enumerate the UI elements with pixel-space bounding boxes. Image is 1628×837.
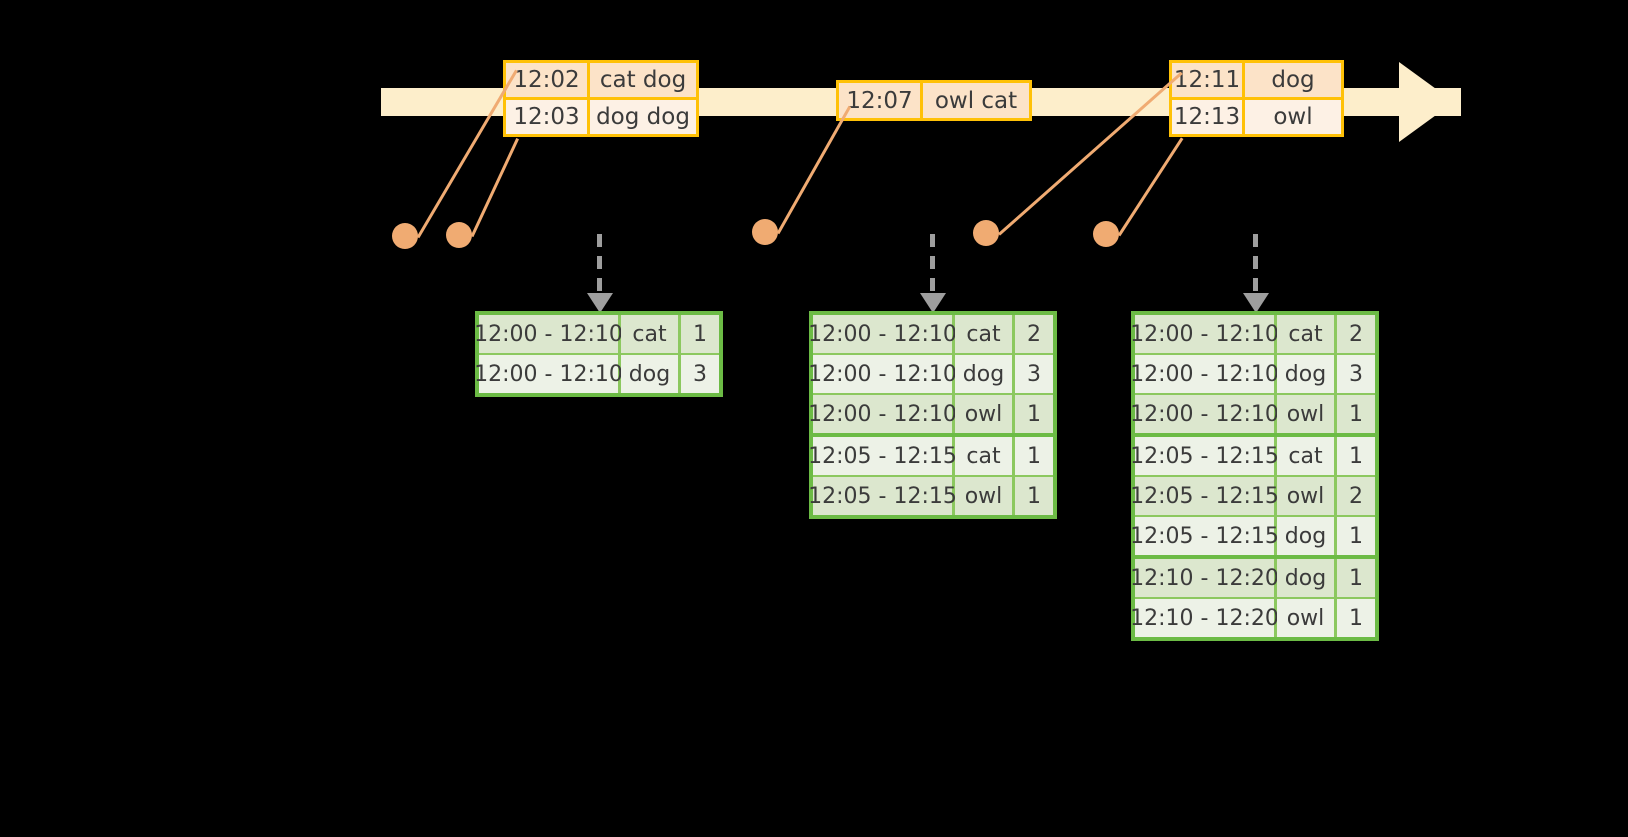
table-row: 12:00 - 12:10 cat 2: [808, 315, 1053, 353]
cell-window: 12:05 - 12:15: [808, 477, 957, 515]
table-row: 12:00 - 12:10 owl 1: [808, 393, 1053, 433]
table-row: 12:10 - 12:20 dog 1: [1130, 555, 1375, 597]
cell-word: owl: [955, 477, 1015, 515]
table-row: 12:05 - 12:15 cat 1: [1130, 433, 1375, 475]
cell-count: 1: [1015, 477, 1053, 515]
table-row: 12:10 - 12:20 owl 1: [1130, 597, 1375, 637]
table-row: 12:00 - 12:10 cat 2: [1130, 315, 1375, 353]
cell-word: dog: [1277, 517, 1337, 555]
cell-word: owl: [1277, 599, 1337, 637]
event-box-group-3[interactable]: 12:11 dog 12:13 owl: [1169, 60, 1344, 137]
cell-count: 1: [1337, 559, 1375, 597]
cell-word: dog: [621, 355, 681, 393]
event-time: 12:11: [1172, 63, 1245, 97]
table-row: 12:05 - 12:15 owl 1: [808, 475, 1053, 515]
table-row: 12:00 - 12:10 dog 3: [808, 353, 1053, 393]
cell-word: owl: [1277, 395, 1337, 433]
cell-window: 12:05 - 12:15: [1130, 517, 1279, 555]
event-words: dog: [1245, 63, 1341, 97]
cell-count: 1: [1015, 437, 1053, 475]
event-words: dog dog: [590, 100, 696, 134]
connector-dot-1[interactable]: [392, 223, 418, 249]
event-row: 12:07 owl cat: [839, 83, 1029, 118]
cell-count: 1: [1337, 395, 1375, 433]
connector-dot-3[interactable]: [752, 219, 778, 245]
event-box-group-1[interactable]: 12:02 cat dog 12:03 dog dog: [503, 60, 699, 137]
table-row: 12:05 - 12:15 dog 1: [1130, 515, 1375, 555]
dashed-arrow-line-3: [1253, 234, 1258, 296]
dashed-arrow-head-2: [920, 293, 946, 313]
event-time: 12:03: [506, 100, 590, 134]
connector-line-5: [1117, 137, 1184, 237]
dashed-arrow-head-1: [587, 293, 613, 313]
event-words: owl cat: [923, 83, 1029, 118]
cell-window: 12:05 - 12:15: [1130, 437, 1279, 475]
event-time: 12:07: [839, 83, 923, 118]
cell-window: 12:05 - 12:15: [1130, 477, 1279, 515]
event-words: cat dog: [590, 63, 696, 97]
cell-word: cat: [955, 437, 1015, 475]
cell-window: 12:10 - 12:20: [1130, 559, 1279, 597]
cell-count: 1: [681, 315, 719, 353]
cell-window: 12:00 - 12:10: [808, 355, 957, 393]
result-table-2[interactable]: 12:00 - 12:10 cat 2 12:00 - 12:10 dog 3 …: [808, 311, 1057, 519]
timeline-arrow-head: [1399, 62, 1454, 142]
connector-dot-2[interactable]: [446, 222, 472, 248]
cell-word: owl: [1277, 477, 1337, 515]
cell-count: 1: [1015, 395, 1053, 433]
cell-word: cat: [621, 315, 681, 353]
cell-count: 1: [1337, 437, 1375, 475]
cell-window: 12:00 - 12:10: [808, 395, 957, 433]
cell-window: 12:00 - 12:10: [1130, 395, 1279, 433]
event-row: 12:13 owl: [1172, 97, 1341, 134]
cell-window: 12:00 - 12:10: [1130, 315, 1279, 353]
cell-word: dog: [1277, 559, 1337, 597]
event-box-group-2[interactable]: 12:07 owl cat: [836, 80, 1032, 121]
cell-count: 2: [1015, 315, 1053, 353]
cell-window: 12:00 - 12:10: [808, 315, 957, 353]
cell-word: dog: [955, 355, 1015, 393]
cell-count: 2: [1337, 477, 1375, 515]
event-words: owl: [1245, 100, 1341, 134]
event-time: 12:02: [506, 63, 590, 97]
table-row: 12:00 - 12:10 dog 3: [474, 353, 719, 393]
table-row: 12:05 - 12:15 owl 2: [1130, 475, 1375, 515]
cell-word: dog: [1277, 355, 1337, 393]
connector-dot-5[interactable]: [1093, 221, 1119, 247]
table-row: 12:00 - 12:10 cat 1: [474, 315, 719, 353]
cell-window: 12:00 - 12:10: [1130, 355, 1279, 393]
connector-line-3: [776, 105, 852, 235]
connector-line-2: [470, 137, 520, 238]
cell-count: 3: [1337, 355, 1375, 393]
connector-dot-4[interactable]: [973, 220, 999, 246]
cell-window: 12:05 - 12:15: [808, 437, 957, 475]
cell-window: 12:00 - 12:10: [474, 315, 623, 353]
cell-window: 12:10 - 12:20: [1130, 599, 1279, 637]
cell-count: 1: [1337, 599, 1375, 637]
cell-count: 3: [681, 355, 719, 393]
table-row: 12:00 - 12:10 dog 3: [1130, 353, 1375, 393]
table-row: 12:05 - 12:15 cat 1: [808, 433, 1053, 475]
dashed-arrow-head-3: [1243, 293, 1269, 313]
cell-window: 12:00 - 12:10: [474, 355, 623, 393]
event-row: 12:03 dog dog: [506, 97, 696, 134]
cell-word: cat: [1277, 315, 1337, 353]
cell-count: 3: [1015, 355, 1053, 393]
result-table-3[interactable]: 12:00 - 12:10 cat 2 12:00 - 12:10 dog 3 …: [1130, 311, 1379, 641]
event-row: 12:11 dog: [1172, 63, 1341, 97]
dashed-arrow-line-1: [597, 234, 602, 296]
dashed-arrow-line-2: [930, 234, 935, 296]
cell-word: cat: [955, 315, 1015, 353]
cell-word: owl: [955, 395, 1015, 433]
table-row: 12:00 - 12:10 owl 1: [1130, 393, 1375, 433]
result-table-1[interactable]: 12:00 - 12:10 cat 1 12:00 - 12:10 dog 3: [474, 311, 723, 397]
cell-word: cat: [1277, 437, 1337, 475]
cell-count: 2: [1337, 315, 1375, 353]
cell-count: 1: [1337, 517, 1375, 555]
event-row: 12:02 cat dog: [506, 63, 696, 97]
event-time: 12:13: [1172, 100, 1245, 134]
